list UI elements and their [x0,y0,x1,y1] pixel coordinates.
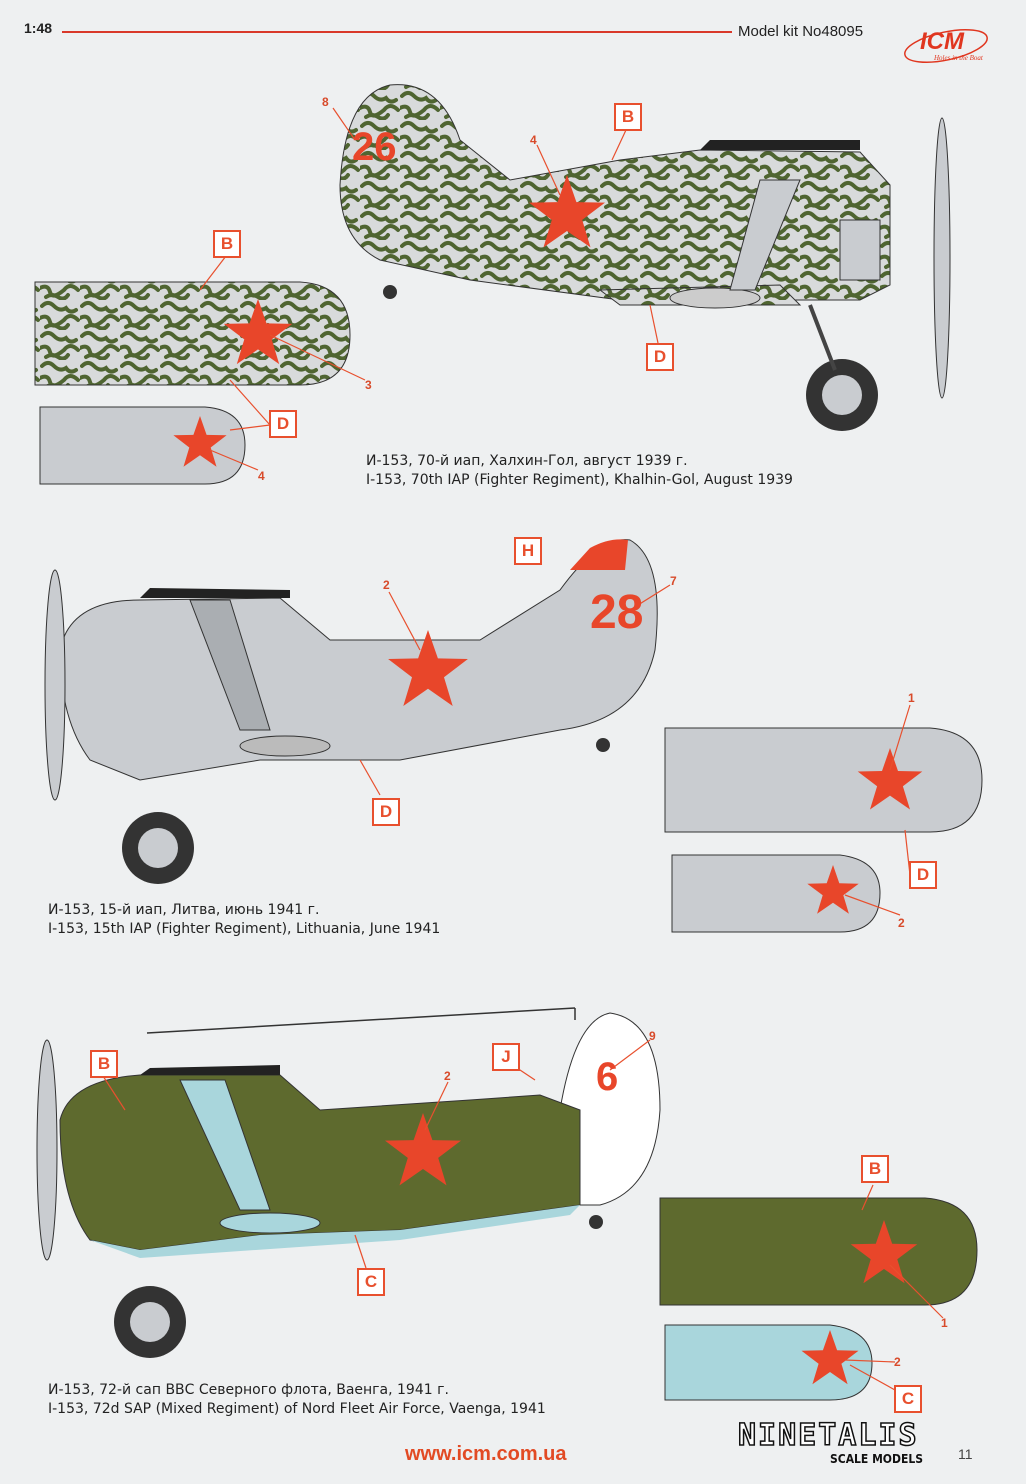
scheme2-caption: И-153, 15-й иап, Литва, июнь 1941 г. I-1… [48,901,440,939]
scheme2-side-view [44,539,658,884]
decal-number: 2 [383,578,390,592]
tail-number-6: 6 [596,1055,619,1099]
red-star-insignia [857,748,923,810]
caption-en: I-153, 15th IAP (Fighter Regiment), Lith… [48,921,441,937]
callout-b: B [90,1050,118,1078]
tail-number-28: 28 [590,586,644,639]
red-star-insignia [850,1220,918,1284]
caption-ru: И-153, 15-й иап, Литва, июнь 1941 г. [48,902,320,918]
watermark-subtitle: SCALE MODELS [830,1452,923,1466]
decal-number: 3 [365,378,372,392]
decal-number: 1 [941,1316,948,1330]
scheme3-side-view [36,1012,661,1358]
red-star-insignia [385,1113,461,1186]
callout-b: B [614,103,642,131]
decal-number: 2 [444,1069,451,1083]
icm-logo: ICM Holes in the Boat [902,26,994,66]
callout-j: J [492,1043,520,1071]
logo-slogan: Holes in the Boat [934,54,983,62]
page-number: 11 [958,1446,973,1462]
decal-number: 2 [898,916,905,930]
scheme1-lower-wing [39,406,246,485]
red-star-insignia [807,865,859,914]
kit-number: Model kit No48095 [738,23,864,40]
scheme2-upper-wing [664,727,983,833]
red-star-insignia [388,630,468,706]
decal-number: 7 [670,574,677,588]
caption-ru: И-153, 70-й иап, Халхин-Гол, август 1939… [366,453,688,469]
callout-h: H [514,537,542,565]
callout-d: D [646,343,674,371]
scheme1-upper-wing [34,281,351,386]
decal-number: 9 [649,1029,656,1043]
callout-d: D [372,798,400,826]
caption-en: I-153, 70th IAP (Fighter Regiment), Khal… [366,472,793,488]
scheme3-upper-wing [659,1197,978,1306]
scale-label: 1:48 [24,20,53,36]
callout-d: D [909,861,937,889]
red-star-insignia [173,416,227,467]
decal-number: 1 [908,691,915,705]
red-star-insignia [529,175,605,248]
red-star-insignia [223,299,293,365]
callout-b: B [213,230,241,258]
decal-number: 8 [322,95,329,109]
scheme3-lower-wing [664,1324,873,1401]
callout-c: C [357,1268,385,1296]
caption-en: I-153, 72d SAP (Mixed Regiment) of Nord … [48,1401,546,1417]
red-star-insignia [801,1330,859,1385]
decal-number: 4 [530,133,537,147]
scheme1-caption: И-153, 70-й иап, Халхин-Гол, август 1939… [366,452,793,490]
scheme2-lower-wing [671,854,881,933]
scheme3-caption: И-153, 72-й сап ВВС Северного флота, Вае… [48,1381,546,1419]
scheme1-side-view [339,84,951,431]
callout-b: B [861,1155,889,1183]
callout-d: D [269,410,297,438]
website-link[interactable]: www.icm.com.ua [405,1443,567,1465]
header-divider [62,31,732,33]
logo-text: ICM [920,28,964,55]
ninetalis-watermark: NINETALIS [737,1417,919,1454]
tail-number-26: 26 [352,125,397,169]
decal-number: 4 [258,469,265,483]
callout-c: C [894,1385,922,1413]
decal-number: 2 [894,1355,901,1369]
caption-ru: И-153, 72-й сап ВВС Северного флота, Вае… [48,1382,449,1398]
